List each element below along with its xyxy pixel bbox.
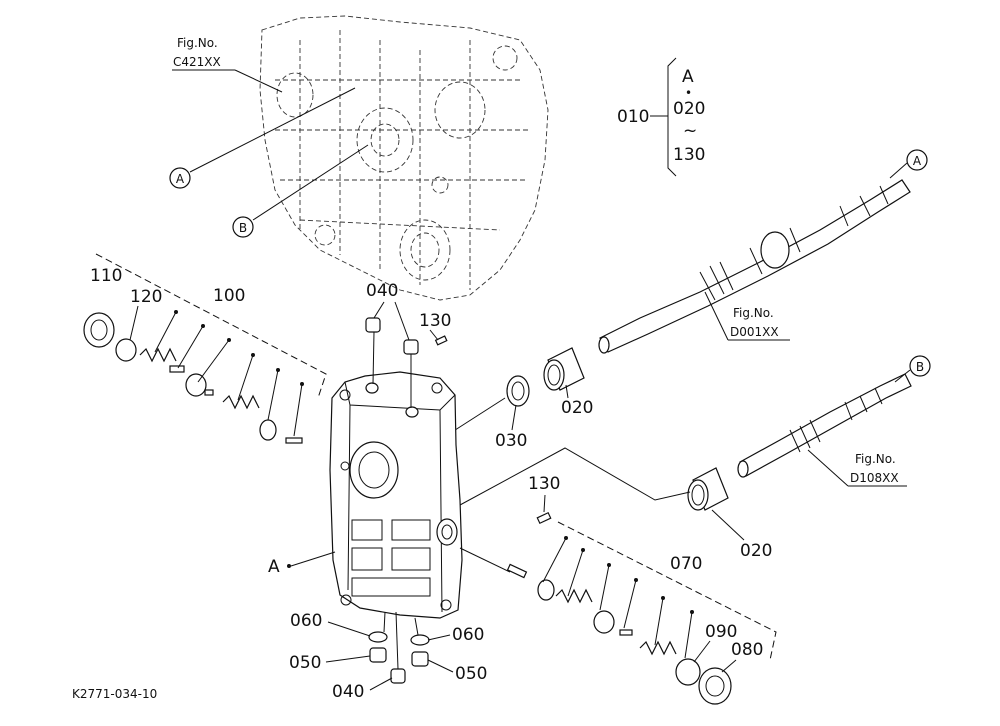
assembly-main-number: 010 bbox=[617, 107, 649, 127]
leader-b-right bbox=[894, 369, 911, 383]
left-valve-parts bbox=[83, 312, 303, 444]
callout-circle-b-right bbox=[909, 355, 931, 377]
left-leader-dots bbox=[154, 310, 304, 437]
part-020-upper: 020 bbox=[561, 398, 593, 418]
bottom-parts bbox=[368, 631, 430, 684]
assembly-first: 020 bbox=[673, 99, 705, 119]
transmission-case-outline bbox=[259, 15, 549, 301]
callout-circle-b-left bbox=[232, 216, 254, 238]
leader-b-left bbox=[252, 144, 369, 221]
part-070: 070 bbox=[670, 554, 702, 574]
lower-shaft bbox=[737, 373, 912, 478]
right-group-bracket bbox=[557, 521, 777, 661]
part-050-left: 050 bbox=[289, 653, 321, 673]
assembly-last: 130 bbox=[673, 145, 705, 165]
fig-c421-code: C421XX bbox=[173, 55, 221, 69]
callout-b-left: B bbox=[239, 221, 247, 235]
bearing-020-lower bbox=[687, 467, 729, 511]
part-050-right: 050 bbox=[455, 664, 487, 684]
part-130-mid: 130 bbox=[528, 474, 560, 494]
callout-a-left: A bbox=[176, 172, 185, 186]
fig-c421-leader bbox=[234, 69, 283, 93]
callout-circle-a-left bbox=[169, 167, 191, 189]
footer-code: K2771-034-10 bbox=[72, 687, 157, 701]
part-040-top: 040 bbox=[366, 281, 398, 301]
fig-d001-title: Fig.No. bbox=[733, 306, 774, 320]
upper-shaft bbox=[598, 179, 911, 354]
top-plugs bbox=[365, 317, 448, 355]
fig-d001-code: D001XX bbox=[730, 325, 779, 339]
fig-d001-leader bbox=[704, 291, 729, 341]
part-040-bottom: 040 bbox=[332, 682, 364, 702]
part-120: 120 bbox=[130, 287, 162, 307]
assembly-top: A bbox=[682, 67, 694, 87]
assembly-dot: • bbox=[685, 86, 692, 100]
fig-d108-leader bbox=[807, 449, 849, 487]
part-020-lower: 020 bbox=[740, 541, 772, 561]
part-130-top: 130 bbox=[419, 311, 451, 331]
leader-a-right bbox=[889, 162, 908, 179]
fig-d108-title: Fig.No. bbox=[855, 452, 896, 466]
callout-a-right: A bbox=[913, 154, 922, 168]
pin-130-mid bbox=[536, 511, 552, 525]
part-110: 110 bbox=[90, 266, 122, 286]
bearing-020-upper bbox=[543, 347, 585, 391]
part-030: 030 bbox=[495, 431, 527, 451]
leader-a-left bbox=[189, 87, 356, 173]
part-060-right: 060 bbox=[452, 625, 484, 645]
right-valve-parts bbox=[506, 563, 732, 705]
fig-d108-code: D108XX bbox=[850, 471, 899, 485]
part-060-left: 060 bbox=[290, 611, 322, 631]
assembly-bracket: 010 A • 020 ~ 130 bbox=[617, 57, 705, 177]
part-090: 090 bbox=[705, 622, 737, 642]
housing-label-a: A bbox=[268, 557, 280, 577]
seal-030 bbox=[506, 375, 530, 407]
part-100: 100 bbox=[213, 286, 245, 306]
right-leader-dots bbox=[542, 536, 694, 659]
valve-housing bbox=[329, 371, 463, 619]
assembly-tilde: ~ bbox=[683, 121, 697, 141]
left-group-bracket bbox=[95, 253, 327, 399]
fig-c421-title: Fig.No. bbox=[177, 36, 218, 50]
callout-b-right: B bbox=[916, 360, 924, 374]
callout-circle-a-right bbox=[906, 149, 928, 171]
part-080: 080 bbox=[731, 640, 763, 660]
